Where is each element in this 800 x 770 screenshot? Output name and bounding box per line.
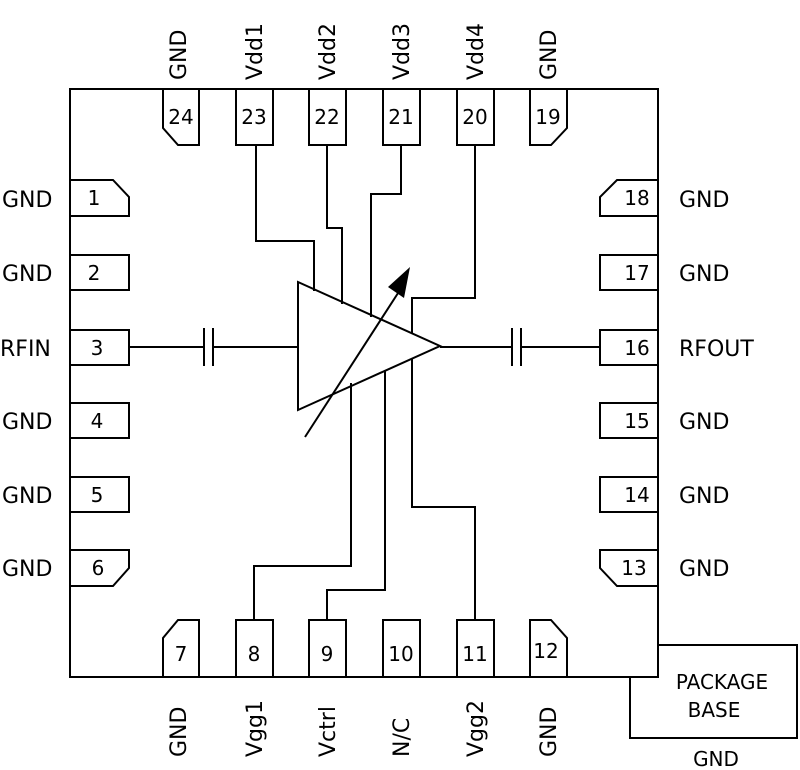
pad-5 <box>69 476 130 513</box>
pin-name-23: Vdd1 <box>243 23 268 80</box>
pad-4 <box>69 402 130 439</box>
package-base-outline <box>629 644 798 739</box>
pin-name-14: GND <box>679 484 729 509</box>
arrow-head-icon <box>388 267 410 298</box>
pin-number-24: 24 <box>168 105 193 129</box>
pin-number-4: 4 <box>91 409 104 433</box>
variable-gain-arrow <box>304 289 401 438</box>
pin-number-5: 5 <box>91 483 104 507</box>
package-base-ground-label: GND <box>693 747 739 770</box>
pin-name-18: GND <box>679 188 729 213</box>
pin-number-12: 12 <box>533 639 558 663</box>
pin-name-15: GND <box>679 410 729 435</box>
vdd1-trace <box>255 145 315 291</box>
pin-number-22: 22 <box>314 105 339 129</box>
pin-name-7: GND <box>167 707 192 757</box>
pin-name-20: Vdd4 <box>464 23 489 80</box>
pad-10 <box>382 619 421 678</box>
vdd3-trace <box>370 145 402 317</box>
pin-name-6: GND <box>2 557 52 582</box>
pin-name-9: Vctrl <box>316 706 341 757</box>
pin-number-6: 6 <box>92 556 105 580</box>
pin-number-23: 23 <box>241 105 266 129</box>
pad-18 <box>599 179 658 217</box>
pin-name-4: GND <box>2 410 52 435</box>
pin-name-12: GND <box>537 707 562 757</box>
pin-number-14: 14 <box>624 483 649 507</box>
pad-15 <box>599 402 659 439</box>
vgg1-trace <box>253 383 352 620</box>
pin-number-9: 9 <box>321 642 334 666</box>
pin-number-11: 11 <box>462 642 487 666</box>
pin-number-16: 16 <box>624 336 649 360</box>
pin-name-19: GND <box>537 30 562 80</box>
pad-7 <box>162 619 200 677</box>
vctrl-trace <box>326 370 386 620</box>
pin-number-2: 2 <box>88 261 101 285</box>
vdd4-trace <box>411 145 476 334</box>
pad-1 <box>70 179 130 217</box>
pin-number-21: 21 <box>388 105 413 129</box>
pad-14 <box>599 476 659 513</box>
vdd2-trace <box>326 145 343 304</box>
pin-name-1: GND <box>2 188 52 213</box>
package-outline <box>69 88 659 678</box>
pin-name-3: RFIN <box>0 337 51 362</box>
pin-name-2: GND <box>2 262 52 287</box>
pin-number-3: 3 <box>91 336 104 360</box>
pin-name-17: GND <box>679 262 729 287</box>
pin-number-17: 17 <box>624 261 649 285</box>
pin-number-7: 7 <box>175 642 188 666</box>
pad-17 <box>599 254 659 291</box>
pad-24 <box>162 89 200 146</box>
pin-name-11: Vgg2 <box>464 700 489 757</box>
pin-name-24: GND <box>167 30 192 80</box>
pin-number-19: 19 <box>535 105 560 129</box>
pin-name-8: Vgg1 <box>243 700 268 757</box>
pin-number-15: 15 <box>624 409 649 433</box>
pin-name-13: GND <box>679 557 729 582</box>
package-base-label-line1: PACKAGE <box>676 670 768 694</box>
amplifier-triangle <box>297 280 443 412</box>
pin-number-13: 13 <box>621 556 646 580</box>
pin-number-10: 10 <box>388 642 413 666</box>
pin-number-18: 18 <box>624 186 649 210</box>
pin-name-16: RFOUT <box>679 337 754 362</box>
pad-2 <box>69 254 130 291</box>
pin-name-5: GND <box>2 484 52 509</box>
package-base-label-line2: BASE <box>688 698 741 722</box>
pad-13 <box>599 549 658 587</box>
pad-19 <box>529 89 568 146</box>
pin-name-22: Vdd2 <box>316 23 341 80</box>
pin-name-10: N/C <box>390 718 415 757</box>
pad-23 <box>235 88 274 146</box>
pin-number-20: 20 <box>462 105 487 129</box>
vgg2-trace <box>411 358 476 620</box>
pin-number-1: 1 <box>88 186 101 210</box>
pad-6 <box>70 549 130 587</box>
pin-number-8: 8 <box>248 642 261 666</box>
pad-12 <box>529 619 568 677</box>
pin-name-21: Vdd3 <box>390 23 415 80</box>
